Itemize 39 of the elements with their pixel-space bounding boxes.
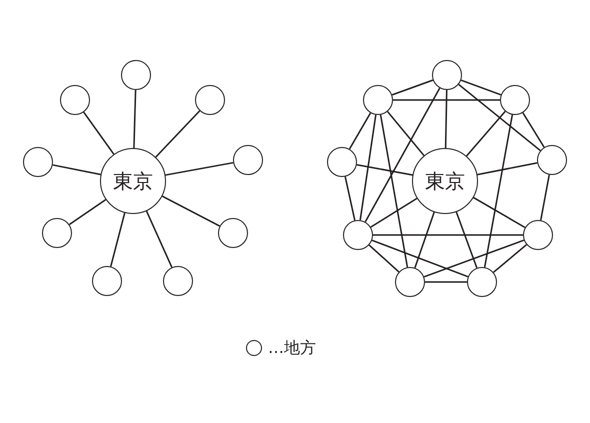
connector-line bbox=[473, 196, 526, 228]
connector-line bbox=[458, 84, 541, 152]
connector-line bbox=[425, 281, 467, 283]
connector-line bbox=[344, 176, 356, 221]
connector-line bbox=[484, 114, 514, 268]
connector-line bbox=[370, 198, 418, 228]
connector-line bbox=[133, 90, 136, 148]
node-label: 東京 bbox=[113, 171, 153, 191]
connector-line bbox=[424, 239, 524, 278]
connector-line bbox=[146, 210, 173, 268]
connector-line bbox=[380, 114, 408, 268]
connector-line bbox=[414, 212, 435, 268]
connector-line bbox=[372, 240, 468, 278]
connector-line bbox=[368, 244, 400, 272]
connector-line bbox=[83, 112, 114, 155]
connector-line bbox=[477, 162, 538, 176]
connector-line bbox=[522, 112, 545, 148]
connector-line bbox=[393, 99, 500, 101]
connector-line bbox=[359, 114, 377, 220]
connector-line bbox=[356, 164, 413, 176]
connector-line bbox=[466, 110, 506, 157]
connector-line bbox=[155, 110, 200, 158]
connector-line bbox=[52, 164, 101, 176]
connector-line bbox=[456, 212, 478, 268]
connector-line bbox=[110, 212, 126, 267]
connector-line bbox=[373, 234, 523, 236]
connector-line bbox=[165, 162, 234, 176]
connector-line bbox=[162, 196, 220, 227]
connector-line bbox=[68, 199, 106, 226]
connector-line bbox=[386, 111, 425, 156]
connector-line bbox=[392, 79, 434, 96]
connector-line bbox=[493, 244, 527, 273]
legend-text: …地方 bbox=[268, 340, 316, 356]
connector-line bbox=[364, 88, 440, 222]
connector-line bbox=[540, 174, 550, 220]
connector-line bbox=[348, 112, 372, 150]
connector-line bbox=[460, 79, 502, 96]
node-label: 東京 bbox=[425, 171, 465, 191]
connector-line bbox=[444, 90, 448, 148]
